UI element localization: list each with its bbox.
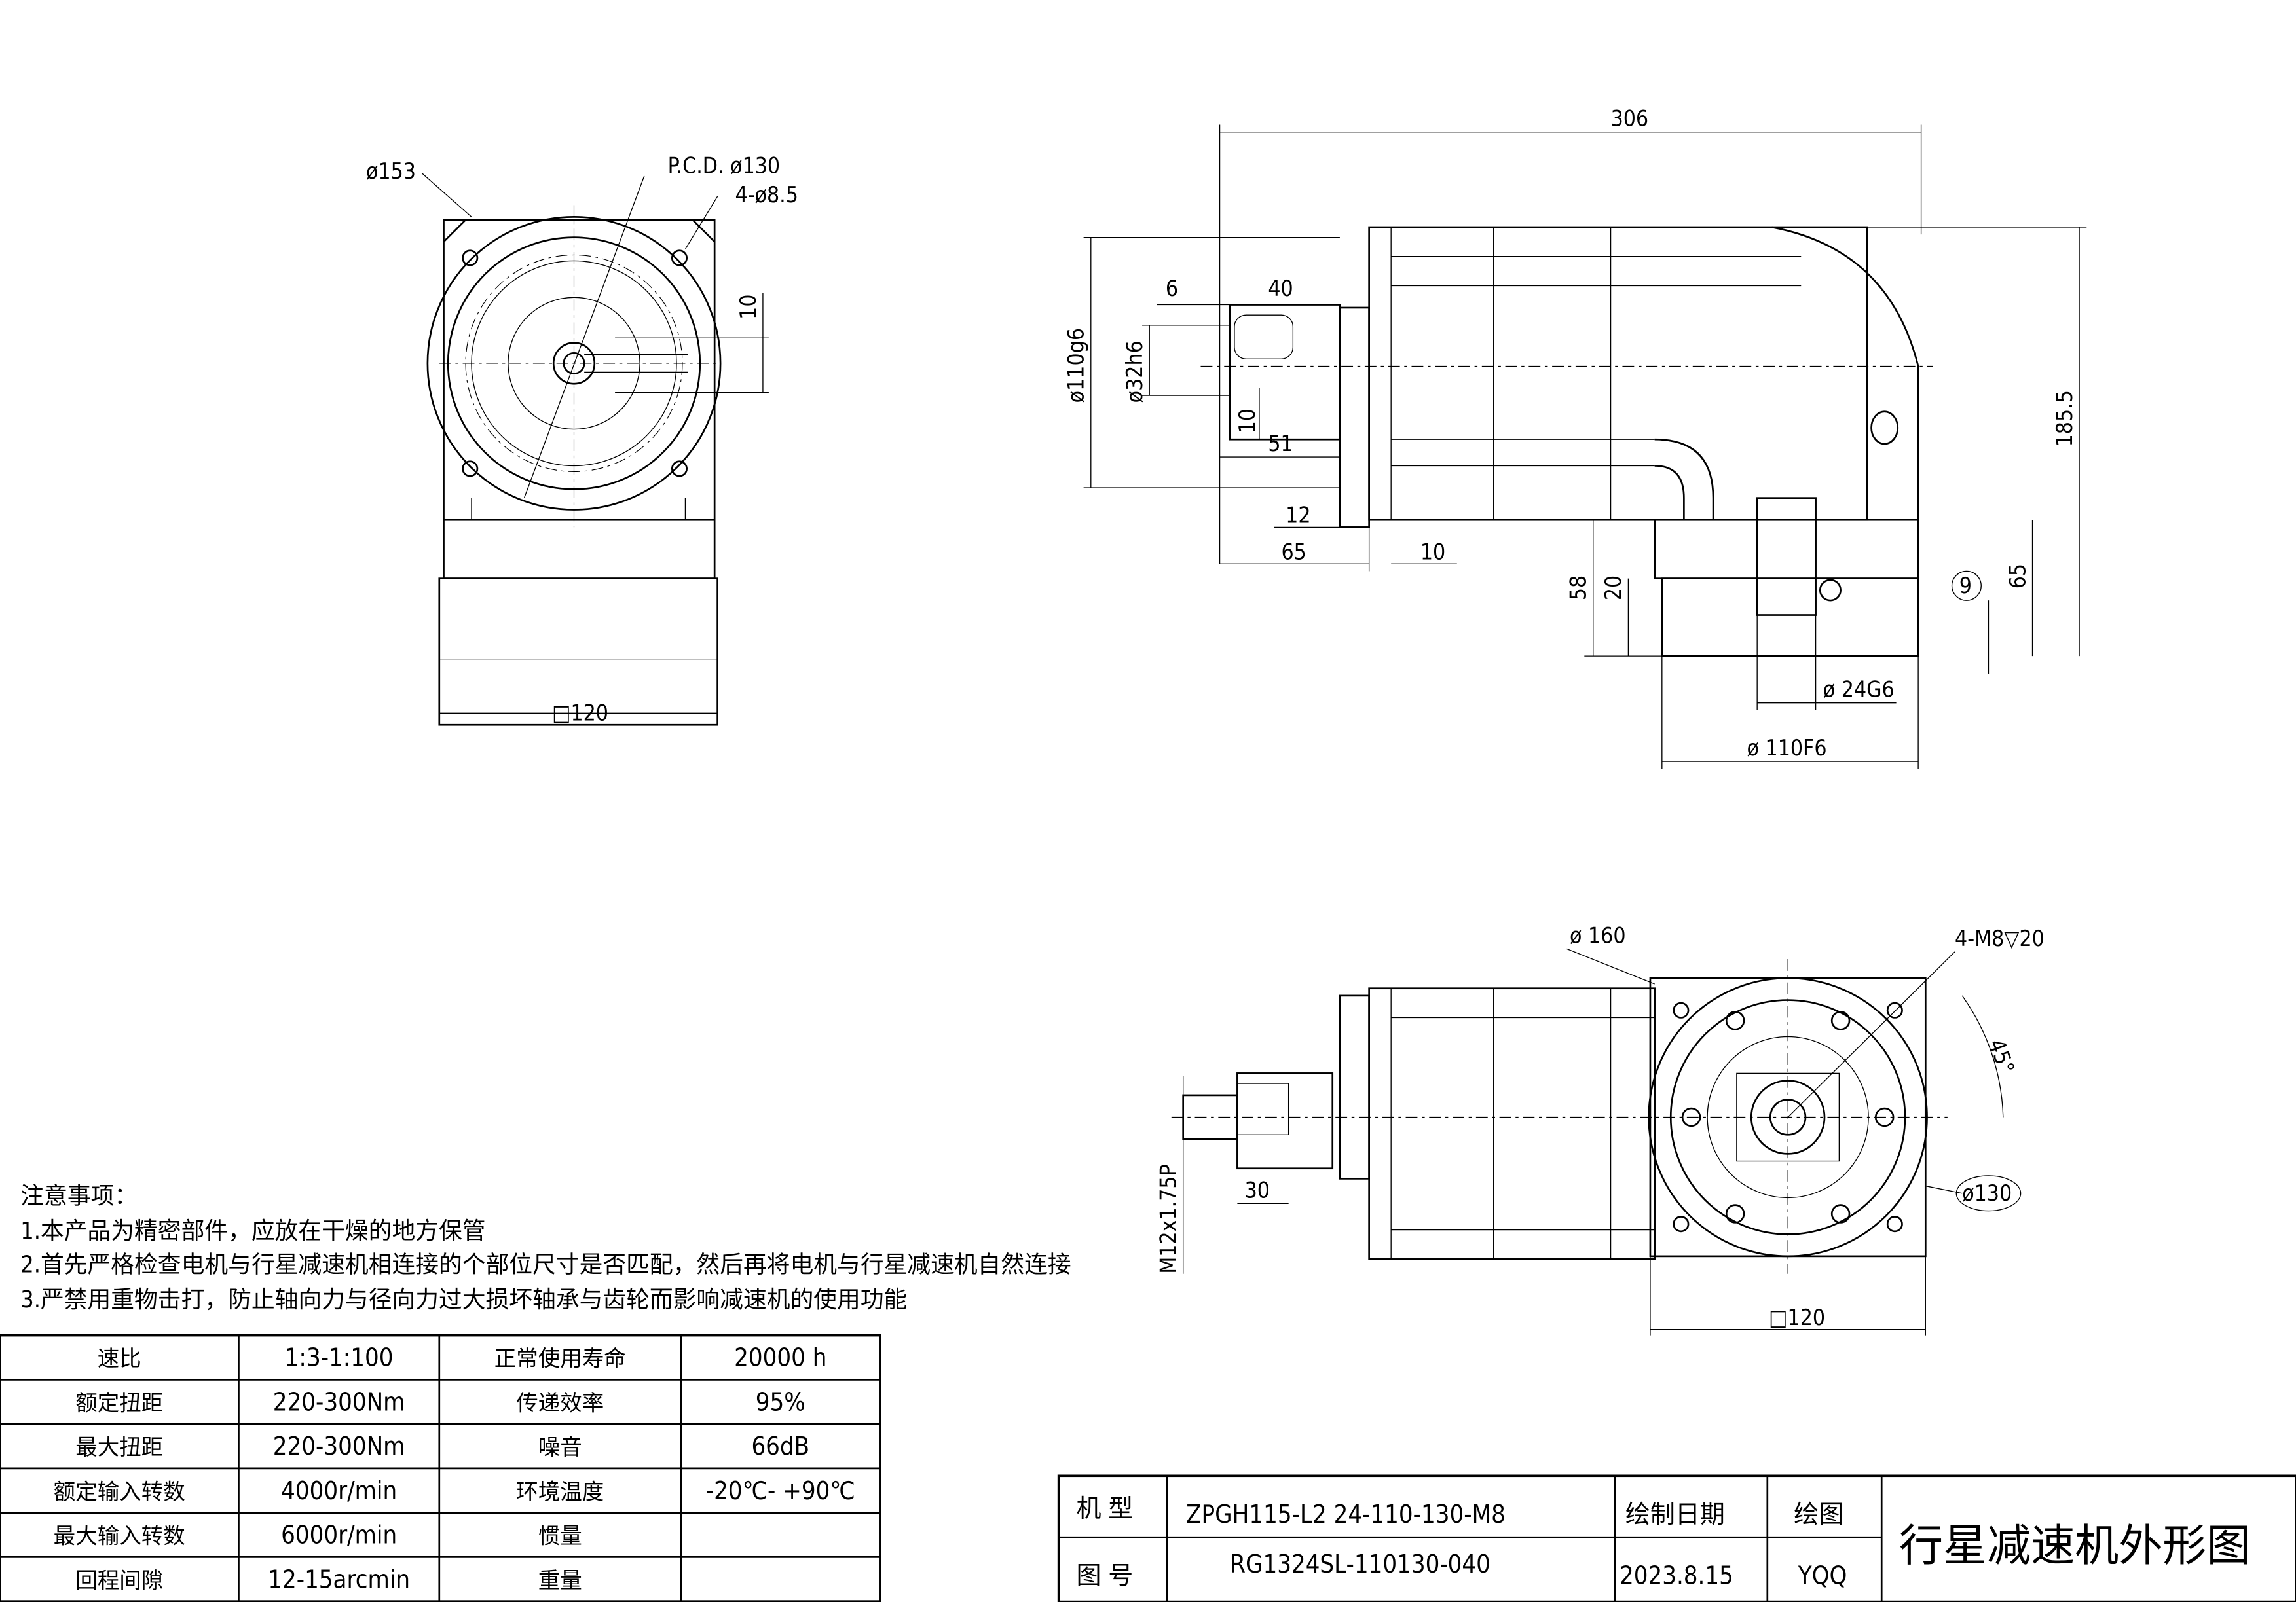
front-view: 10 ø153 P.C.D. ø130 4-ø8.5 □120 bbox=[366, 153, 798, 726]
output-bore-dim: ø 24G6 bbox=[1823, 677, 1895, 702]
model-label: 机 型 bbox=[1076, 1494, 1133, 1523]
table-cell: 回程间隙 bbox=[75, 1567, 163, 1593]
table-cell: 速比 bbox=[98, 1346, 141, 1372]
outer-diameter-dim: ø153 bbox=[366, 158, 416, 184]
note-item: 2.首先严格检查电机与行星减速机相连接的个部位尺寸是否匹配，然后再将电机与行星减… bbox=[20, 1251, 1071, 1278]
shaft-diameter-dim: ø32h6 bbox=[1122, 340, 1147, 403]
table-cell: 最大输入转数 bbox=[54, 1523, 185, 1549]
pcd-130-dim: ø130 bbox=[1962, 1180, 2012, 1206]
tapped-holes-dim: 4-M8▽20 bbox=[1955, 926, 2045, 951]
flange-diameter-dim: ø110g6 bbox=[1064, 328, 1089, 403]
table-cell: 传递效率 bbox=[516, 1390, 604, 1415]
table-cell: 220-300Nm bbox=[273, 1387, 405, 1416]
notes-title: 注意事项： bbox=[20, 1182, 138, 1209]
pcd-dim: P.C.D. ø130 bbox=[668, 153, 781, 178]
drawing-title: 行星减速机外形图 bbox=[1899, 1520, 2251, 1571]
notes: 注意事项： 1.本产品为精密部件，应放在干燥的地方保管 2.首先严格检查电机与行… bbox=[20, 1182, 1071, 1313]
table-cell: 最大扭距 bbox=[75, 1434, 163, 1460]
spec-table: 速比 1:3-1:100 正常使用寿命 20000 h 额定扭距 220-300Nm 传递效… bbox=[0, 1334, 881, 1602]
table-cell: 66dB bbox=[751, 1432, 809, 1461]
table-cell: 1:3-1:100 bbox=[285, 1343, 394, 1372]
shaft-total-dim: 65 bbox=[1281, 539, 1306, 565]
depth-dim: 30 bbox=[1245, 1177, 1270, 1203]
drawer-label: 绘图 bbox=[1794, 1500, 1843, 1529]
output-65-dim: 65 bbox=[2005, 564, 2030, 589]
date-value: 2023.8.15 bbox=[1620, 1561, 1733, 1590]
holes-dim: 4-ø8.5 bbox=[735, 182, 798, 208]
output-height-dim: 58 bbox=[1566, 575, 1591, 600]
table-cell: 220-300Nm bbox=[273, 1432, 405, 1461]
table-cell: 额定输入转数 bbox=[54, 1479, 185, 1504]
table-cell: 正常使用寿命 bbox=[494, 1346, 626, 1372]
output-pilot-dim: ø 110F6 bbox=[1747, 735, 1827, 761]
key-length-dim: 40 bbox=[1268, 276, 1293, 301]
height-dim: 185.5 bbox=[2052, 390, 2077, 446]
table-cell: 4000r/min bbox=[281, 1476, 397, 1505]
bottom-view: 4-M8▽20 ø 160 45° ø130 M12x1.75P 30 □120 bbox=[1155, 922, 2045, 1336]
note-item: 3.严禁用重物击打，防止轴向力与径向力过大损坏轴承与齿轮而影响减速机的使用功能 bbox=[20, 1286, 907, 1313]
note-item: 1.本产品为精密部件，应放在干燥的地方保管 bbox=[20, 1218, 485, 1245]
date-label: 绘制日期 bbox=[1625, 1500, 1725, 1529]
square-dim: □120 bbox=[552, 701, 608, 726]
title-block: 机 型 ZPGH115-L2 24-110-130-M8 图 号 RG1324S… bbox=[1057, 1474, 2296, 1602]
shaft-length-dim: 51 bbox=[1268, 431, 1293, 456]
model-value: ZPGH115-L2 24-110-130-M8 bbox=[1186, 1500, 1506, 1529]
flange-thickness-dim: 12 bbox=[1286, 503, 1310, 528]
key-height-dim: 10 bbox=[1234, 409, 1260, 433]
table-cell: 12-15arcmin bbox=[268, 1565, 410, 1593]
key-offset-dim: 6 bbox=[1166, 276, 1178, 301]
table-cell: -20℃- +90℃ bbox=[706, 1476, 855, 1505]
gap-dim: 10 bbox=[1420, 539, 1445, 565]
table-cell: 6000r/min bbox=[281, 1521, 397, 1550]
table-cell: 额定扭距 bbox=[75, 1390, 163, 1415]
table-cell: 重量 bbox=[538, 1567, 582, 1593]
key-width-dim: 10 bbox=[735, 294, 761, 319]
side-view: 306 185.5 ø110g6 ø32h6 6 40 10 51 12 65 … bbox=[1064, 106, 2087, 769]
thread-dim: M12x1.75P bbox=[1155, 1164, 1181, 1274]
drawer-value: YQQ bbox=[1798, 1561, 1847, 1590]
drawing-number-value: RG1324SL-110130-040 bbox=[1230, 1550, 1491, 1578]
angle-dim: 45° bbox=[1984, 1036, 2020, 1078]
table-cell: 噪音 bbox=[538, 1434, 582, 1460]
output-step-dim: 20 bbox=[1601, 575, 1626, 600]
square-120-dim: □120 bbox=[1769, 1305, 1825, 1330]
table-cell: 95% bbox=[756, 1387, 805, 1416]
outer-diameter-160-dim: ø 160 bbox=[1570, 922, 1626, 948]
table-cell: 环境温度 bbox=[516, 1479, 604, 1504]
table-cell: 惯量 bbox=[538, 1523, 582, 1549]
length-dim: 306 bbox=[1611, 106, 1649, 132]
drawing-number-label: 图 号 bbox=[1076, 1561, 1133, 1590]
table-cell: 20000 h bbox=[734, 1343, 826, 1372]
balloon-label: 9 bbox=[1959, 573, 1972, 598]
